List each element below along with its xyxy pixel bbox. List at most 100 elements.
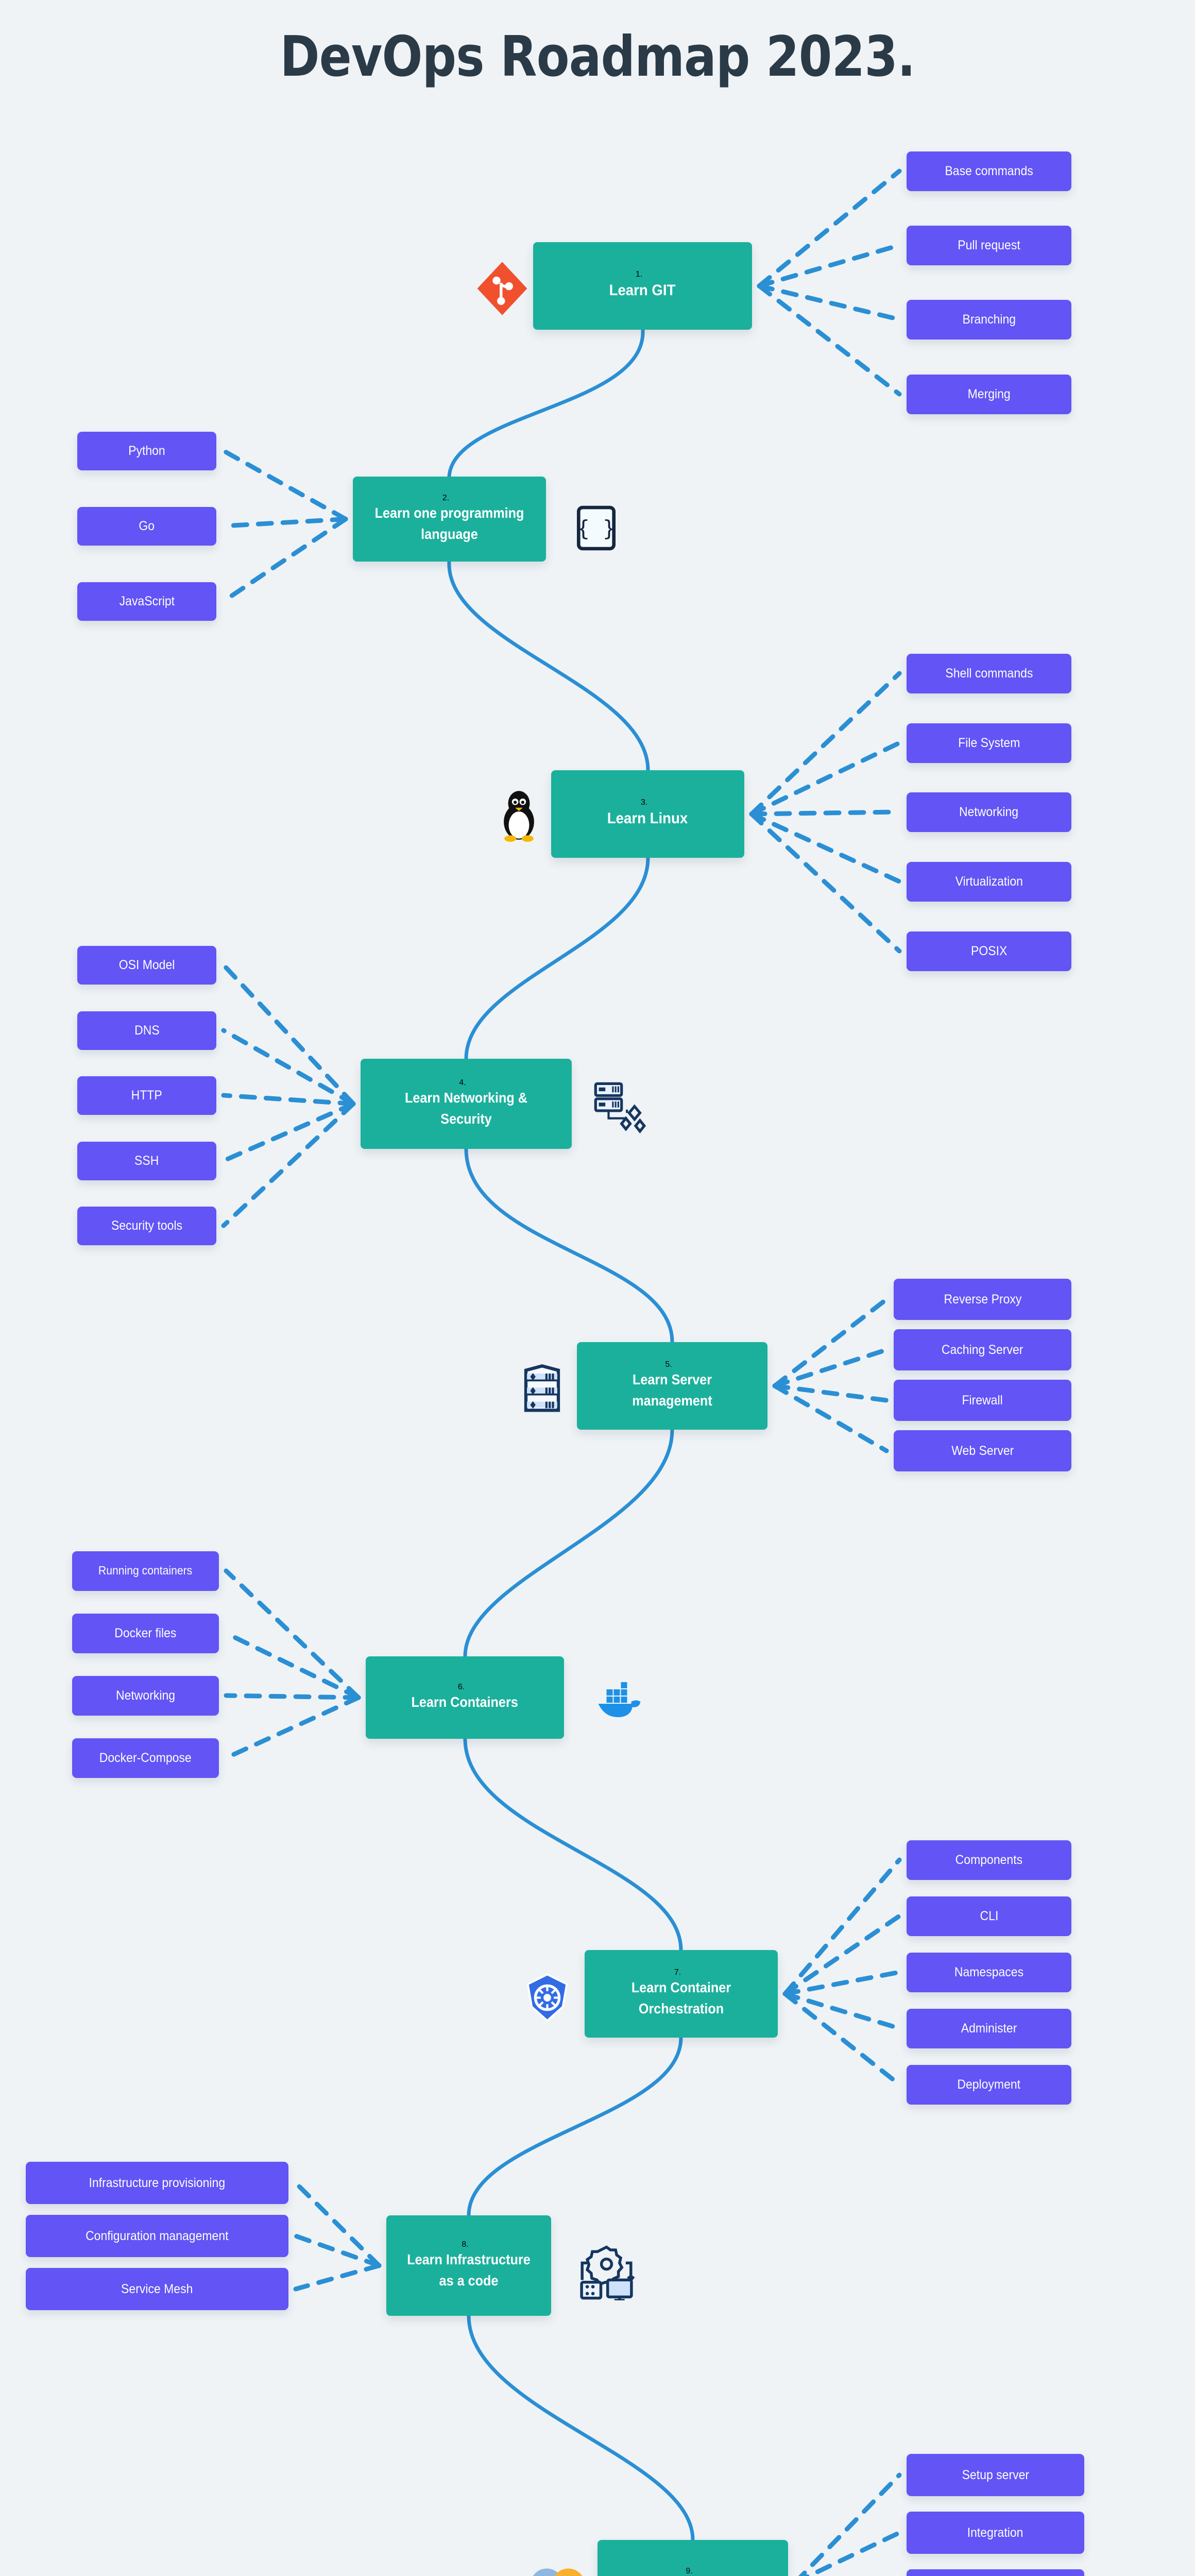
step-node-6[interactable]: 6. Learn Containers [366,1656,564,1739]
step-label: Learn Networking & Security [404,1089,528,1127]
step-label: Learn Infrastructure as a code [407,2251,531,2289]
leaf-label: CLI [980,1909,998,1923]
step-node-1[interactable]: 1. Learn GIT [533,242,752,330]
leaf-node[interactable]: Pull request [907,225,1071,265]
step-number: 5. [665,1360,672,1369]
leaf-node[interactable]: Reverse Proxy [894,1279,1071,1320]
leaf-label: Networking [115,1688,176,1703]
leaf-node[interactable]: Components [907,1840,1071,1880]
leaf-label: Docker-Compose [99,1751,192,1765]
leaf-label: OSI Model [118,958,175,972]
leaf-node[interactable]: Administer [907,2008,1071,2048]
step-label: Learn Containers [411,1693,519,1710]
leaf-label: Caching Server [942,1343,1023,1357]
leaf-node[interactable]: POSIX [907,931,1071,971]
leaf-label: JavaScript [119,594,175,608]
leaf-node[interactable]: Docker files [72,1613,219,1653]
step-number: 9. [686,2567,693,2576]
leaf-node[interactable]: DNS [77,1011,216,1050]
leaf-label: Networking [959,805,1019,819]
leaf-label: Administer [961,2021,1017,2036]
leaf-node[interactable]: CLI [907,1896,1071,1936]
infrastructure-code-icon [577,2244,636,2300]
leaf-node[interactable]: Networking [907,792,1071,832]
step-number: 1. [635,270,643,279]
leaf-node[interactable]: Setup server [907,2454,1084,2496]
leaf-label: POSIX [970,944,1008,958]
step-node-9[interactable]: 9.Learn CI/CD [598,2540,788,2576]
leaf-label: DNS [134,1023,160,1038]
step-label: Learn GIT [609,282,676,299]
network-security-icon [590,1079,649,1133]
leaf-label: Configuration management [86,2229,229,2243]
leaf-node[interactable]: Running containers [72,1551,219,1591]
step-number: 6. [457,1682,465,1691]
leaf-node[interactable]: Integration [907,2512,1084,2554]
leaf-label: Components [955,1853,1023,1867]
leaf-label: Setup server [962,2468,1029,2482]
leaf-label: Infrastructure provisioning [89,2176,226,2190]
leaf-node[interactable]: HTTP [77,1076,216,1115]
leaf-node[interactable]: SSH [77,1141,216,1180]
leaf-label: Web Server [951,1444,1014,1458]
leaf-label: Deployment [957,2077,1021,2092]
svg-text:{ }: { } [577,516,616,541]
leaf-label: Pull request [958,238,1020,252]
code-braces-icon: { } [572,502,621,554]
leaf-label: SSH [134,1154,159,1168]
leaf-label: Go [139,519,155,533]
leaf-node[interactable]: OSI Model [77,945,216,985]
leaf-node[interactable]: Namespaces [907,1952,1071,1992]
leaf-label: Virtualization [955,874,1023,889]
step-number: 2. [442,493,450,502]
leaf-node[interactable]: File System [907,723,1071,763]
leaf-node[interactable]: Caching Server [894,1329,1071,1370]
leaf-label: File System [958,736,1020,750]
step-number: 8. [462,2240,469,2249]
kubernetes-helm-icon [520,1968,574,2027]
step-number: 4. [459,1078,466,1087]
leaf-node[interactable]: Shell commands [907,653,1071,693]
leaf-label: Running containers [98,1564,193,1578]
leaf-node[interactable]: Deployment [907,2064,1071,2105]
leaf-node[interactable]: Security tools [77,1206,216,1245]
leaf-label: HTTP [131,1088,163,1103]
leaf-node[interactable]: Base commands [907,151,1071,191]
leaf-label: Merging [967,387,1011,401]
leaf-node[interactable]: Service Mesh [26,2268,288,2310]
leaf-node[interactable]: Configuration management [26,2215,288,2257]
leaf-node[interactable]: Branching [907,299,1071,340]
leaf-label: Docker files [114,1626,177,1640]
leaf-node[interactable]: JavaScript [77,582,216,621]
step-node-2[interactable]: 2. Learn one programming language [353,477,546,562]
leaf-node[interactable]: Networking [72,1675,219,1716]
step-label: Learn Container Orchestration [631,1979,731,2016]
step-node-7[interactable]: 7. Learn Container Orchestration [585,1950,778,2038]
leaf-node[interactable]: Go [77,506,216,546]
step-node-5[interactable]: 5.Learn Server management [577,1342,767,1430]
step-node-3[interactable]: 3. Learn Linux [551,770,744,858]
leaf-label: Firewall [962,1393,1003,1408]
leaf-node[interactable]: Web Server [894,1430,1071,1471]
cicd-infinity-icon [525,2558,590,2576]
leaf-label: Security tools [111,1218,183,1233]
step-number: 3. [640,798,648,807]
step-label: Learn Linux [607,810,688,827]
leaf-node[interactable]: Firewall [894,1380,1071,1421]
step-node-4[interactable]: 4. Learn Networking & Security [361,1059,572,1149]
server-rack-icon [515,1360,569,1419]
leaf-node[interactable]: Infrastructure provisioning [26,2162,288,2204]
leaf-node[interactable]: Pipeline tools [907,2569,1084,2576]
git-icon [474,258,531,319]
leaf-node[interactable]: Docker-Compose [72,1738,219,1778]
leaf-node[interactable]: Virtualization [907,861,1071,902]
leaf-node[interactable]: Python [77,431,216,470]
step-number: 7. [674,1968,681,1977]
leaf-label: Integration [967,2526,1023,2540]
leaf-node[interactable]: Merging [907,374,1071,414]
leaf-label: Python [128,444,165,458]
step-label: Learn one programming language [374,504,524,542]
leaf-label: Shell commands [945,666,1033,681]
leaf-label: Reverse Proxy [944,1292,1021,1307]
step-node-8[interactable]: 8. Learn Infrastructure as a code [386,2215,551,2316]
